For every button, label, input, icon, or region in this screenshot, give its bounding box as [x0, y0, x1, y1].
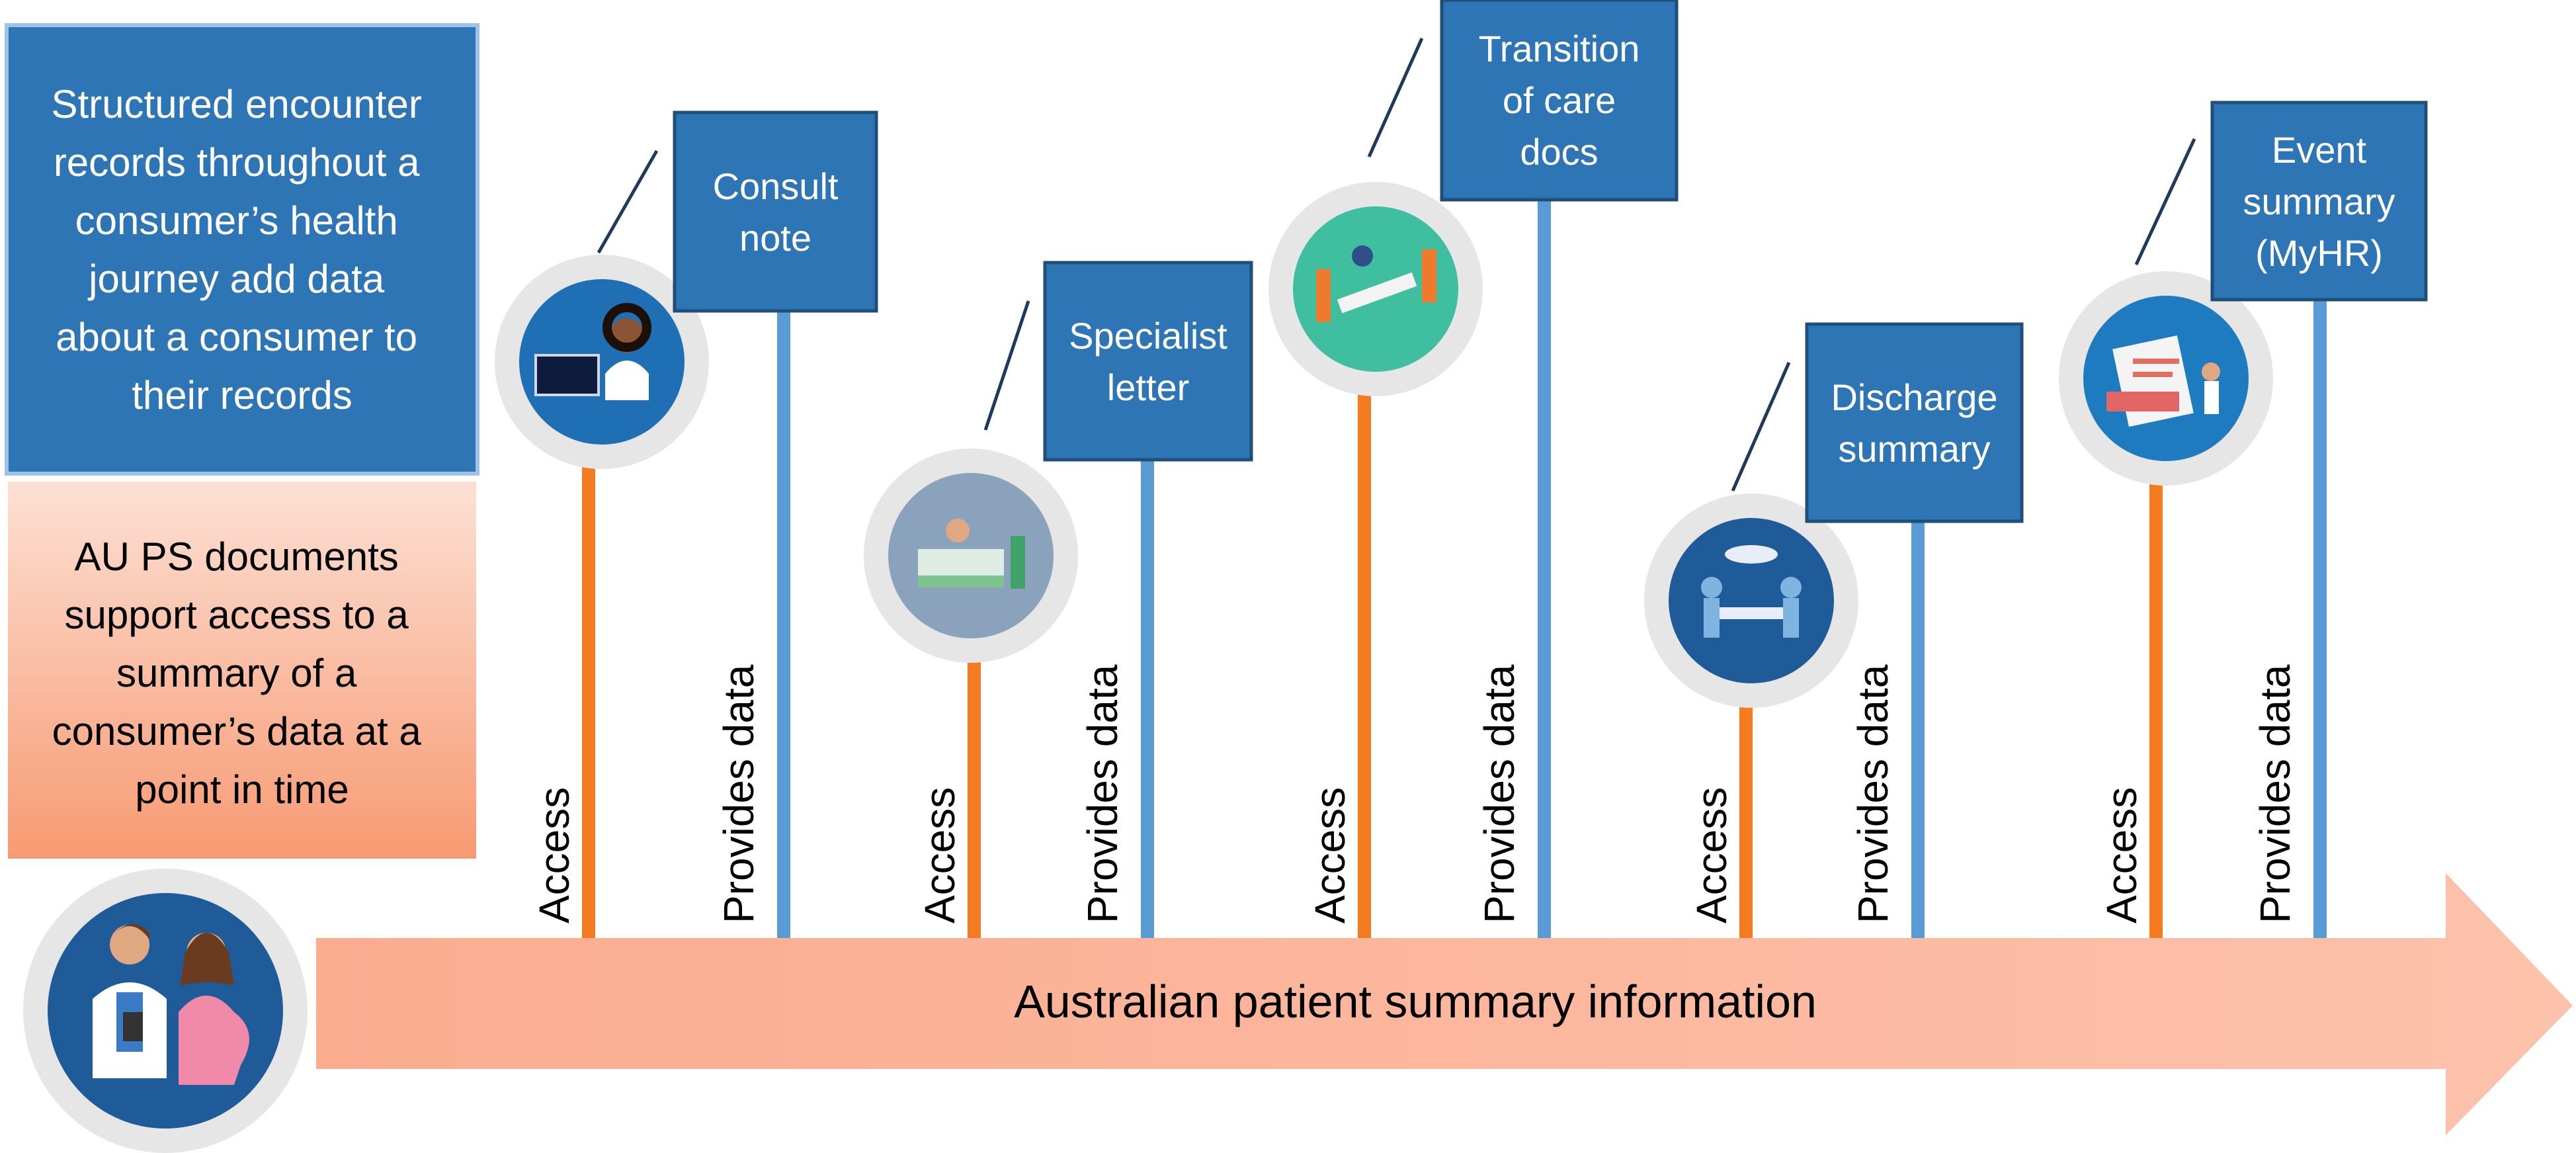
document-box-line: Specialist [1069, 315, 1227, 357]
summary-line: AU PS documents [75, 534, 399, 579]
patient-clinician-icon [23, 869, 308, 1153]
intro-line: records throughout a [54, 140, 420, 185]
provides-data-label: Provides data [2251, 664, 2299, 923]
summary-box-text: AU PS documents support access to a summ… [52, 534, 433, 812]
document-box [1805, 322, 2024, 523]
access-line [968, 625, 981, 938]
document-box-line: letter [1107, 366, 1190, 408]
document-box-line: Discharge [1831, 376, 1997, 418]
document-box-label: Consult note [713, 165, 839, 259]
provides-data-line [2313, 298, 2327, 938]
document-box [673, 110, 878, 313]
stretcher-transfer-icon [1268, 182, 1483, 396]
summary-box: AU PS documents support access to a summ… [8, 482, 476, 859]
summary-line: point in time [135, 767, 349, 812]
intro-line: their records [132, 373, 352, 417]
document-box-line: summary [1838, 428, 1990, 470]
document-box [1043, 261, 1253, 462]
access-line [1358, 364, 1371, 938]
doctor-at-computer-icon [495, 255, 709, 469]
provides-data-line [1538, 200, 1551, 938]
intro-box: Structured encounter records throughout … [5, 23, 479, 476]
provides-data-label: Provides data [1079, 664, 1126, 923]
summary-line: summary of a [116, 651, 357, 695]
document-box-label: Discharge summary [1831, 376, 1997, 470]
document-box-line: Consult [713, 165, 839, 207]
access-label: Access [530, 787, 578, 923]
document-box-line: of care [1503, 79, 1616, 121]
intro-line: journey add data [87, 257, 385, 301]
document-box-label: Specialist letter [1069, 315, 1227, 408]
summary-line: support access to a [65, 593, 409, 637]
provides-data-line [777, 304, 790, 938]
intro-line: about a consumer to [56, 315, 417, 359]
document-box-line: docs [1520, 131, 1598, 173]
document-box [2210, 101, 2428, 302]
access-line [1739, 675, 1753, 938]
provides-data-label: Provides data [1849, 664, 1897, 923]
access-label: Access [1688, 787, 1735, 923]
document-box-line: Event [2272, 129, 2367, 171]
provides-data-label: Provides data [715, 664, 763, 923]
timeline-label: Australian patient summary information [1014, 976, 1817, 1027]
medical-record-icon [2059, 271, 2273, 486]
document-box-line: note [739, 217, 811, 259]
intro-box-text: Structured encounter records throughout … [51, 82, 433, 417]
access-label: Access [2098, 787, 2145, 923]
leader-line [2134, 138, 2196, 266]
hospital-bed-icon [864, 448, 1078, 663]
document-box-label: Event summary (MyHR) [2243, 129, 2395, 274]
provides-data-label: Provides data [1475, 664, 1523, 923]
intro-line: Structured encounter [51, 82, 421, 126]
document-box-line: (MyHR) [2255, 232, 2383, 274]
document-box-label: Transition of care docs [1479, 28, 1640, 173]
access-line [582, 442, 595, 938]
access-label: Access [1306, 787, 1354, 923]
timeline-arrow: Australian patient summary information [316, 873, 2573, 1135]
access-line [2149, 450, 2163, 938]
summary-line: consumer’s data at a [52, 709, 422, 753]
leader-line [597, 149, 659, 254]
leader-line [1367, 37, 1424, 158]
provides-data-line [1911, 521, 1925, 938]
operating-room-icon [1644, 493, 1858, 708]
intro-line: consumer’s health [75, 198, 398, 243]
leader-line [983, 300, 1030, 431]
document-box-line: Transition [1479, 28, 1640, 69]
document-box-line: summary [2243, 181, 2395, 222]
leader-line [1731, 361, 1791, 492]
provides-data-line [1141, 460, 1154, 938]
encounter-event-summary: Event summary (MyHR) Access Provides data [2059, 101, 2428, 938]
access-label: Access [916, 787, 964, 923]
document-box [1440, 0, 1679, 202]
